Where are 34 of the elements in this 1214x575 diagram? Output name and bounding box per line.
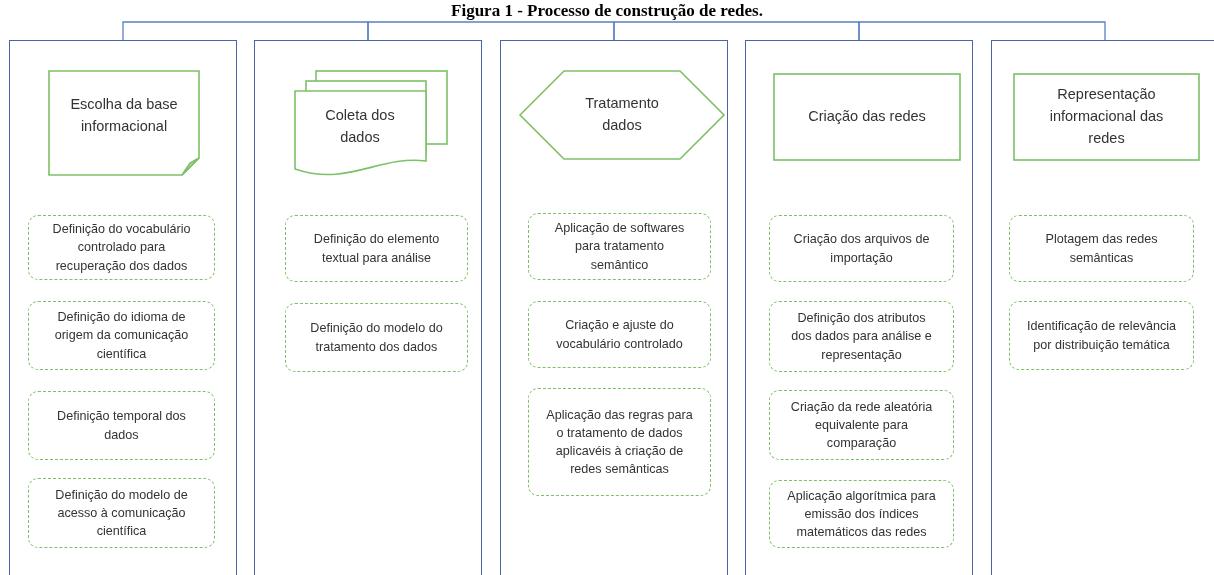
step-box: Identificação de relevância por distribuição temática: [1009, 301, 1194, 370]
step-box: Plotagem das redes semânticas: [1009, 215, 1194, 282]
step-title: Coleta dos dados: [324, 105, 396, 147]
step-box: Definição do modelo do tratamento dos dados: [285, 303, 468, 372]
step-box: Aplicação de softwares para tratamento semântico: [528, 213, 711, 280]
step-box: Definição do modelo de acesso à comunicação científica: [28, 478, 215, 548]
column-panel: [745, 40, 973, 575]
step-box: Definição dos atributos dos dados para análise e representação: [769, 301, 954, 372]
column-panel: [500, 40, 728, 575]
connector-line: [367, 21, 615, 41]
column-panel: [991, 40, 1214, 575]
step-title: Tratamento dados: [584, 94, 660, 135]
step-box: Definição temporal dos dados: [28, 391, 215, 460]
step-box: Definição do elemento textual para análise: [285, 215, 468, 282]
step-box: Criação dos arquivos de importação: [769, 215, 954, 282]
process-box: [773, 73, 961, 161]
step-title: Representação informacional das redes: [1048, 85, 1165, 148]
step-box: Aplicação algorítmica para emissão dos índices matemáticos das redes: [769, 480, 954, 548]
process-box: [1013, 73, 1200, 161]
step-box: Criação da rede aleatória equivalente para comparação: [769, 390, 954, 460]
connector-line: [858, 21, 1106, 41]
note-shape: [48, 70, 200, 176]
connector-line: [122, 21, 369, 41]
hexagon-shape: [519, 70, 725, 160]
step-title: Criação das redes: [808, 107, 926, 127]
column-panel: [254, 40, 482, 575]
step-box: Definição do idioma de origem da comunicação científica: [28, 301, 215, 370]
figure-title: Figura 1 - Processo de construção de redes.: [450, 1, 764, 21]
step-box: Criação e ajuste do vocabulário controlado: [528, 301, 711, 368]
step-box: Definição do vocabulário controlado para recuperação dos dados: [28, 215, 215, 280]
connector-line: [613, 21, 860, 41]
step-title: Escolha da base informacional: [69, 95, 179, 136]
step-box: Aplicação das regras para o tratamento de dados aplicavéis à criação de redes semânticas: [528, 388, 711, 496]
column-panel: [9, 40, 237, 575]
